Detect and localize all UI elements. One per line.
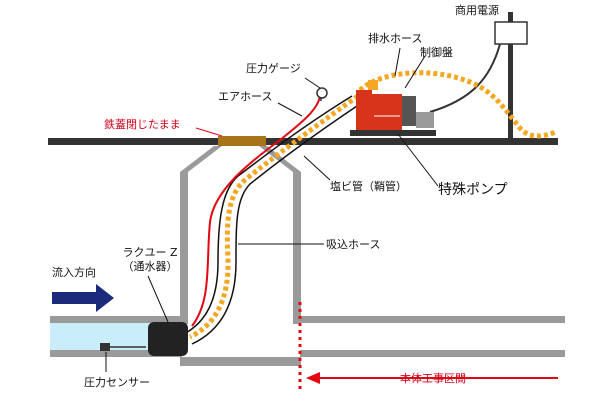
power-box-icon bbox=[494, 21, 528, 45]
leader-lakuyu bbox=[147, 275, 169, 323]
iron-lid bbox=[218, 136, 266, 146]
air-hose bbox=[191, 95, 321, 327]
label-work-section: 本体工事区間 bbox=[400, 372, 466, 385]
label-lakuyu-z: ラクユー Z bbox=[122, 246, 178, 259]
downstream-pipe-bottom bbox=[300, 350, 565, 357]
label-iron-lid: 鉄蓋閉じたまま bbox=[104, 118, 181, 131]
downstream-pipe-top bbox=[300, 316, 565, 323]
label-suction-hose: 吸込ホース bbox=[326, 238, 381, 251]
label-control-panel: 制御盤 bbox=[420, 46, 453, 59]
label-air-hose: エアホース bbox=[218, 90, 273, 103]
suction-hose bbox=[188, 93, 360, 340]
leader-special-pump bbox=[397, 133, 439, 187]
leader-drain-hose bbox=[394, 47, 401, 77]
sewer-pipe-top-wall bbox=[50, 316, 182, 323]
label-pvc-pipe: 塩ビ管（鞘管） bbox=[330, 180, 407, 193]
leader-pressure-gauge bbox=[304, 77, 321, 89]
pvc-sheath-pipe bbox=[183, 95, 353, 335]
manhole-floor bbox=[180, 357, 301, 366]
manhole-left-wall bbox=[180, 172, 188, 324]
leader-control-panel bbox=[404, 55, 426, 89]
manhole-right-wall bbox=[293, 172, 301, 324]
flow-direction-arrow bbox=[52, 284, 114, 312]
drain-hose bbox=[358, 70, 557, 139]
leader-iron-lid bbox=[195, 127, 223, 137]
pressure-sensor-icon bbox=[100, 343, 146, 351]
label-commercial-power: 商用電源 bbox=[455, 4, 499, 17]
label-special-pump: 特殊ポンプ bbox=[438, 182, 508, 198]
power-pole bbox=[508, 12, 513, 142]
pvc-sheath-pipe-inner bbox=[191, 103, 361, 345]
pump-icon bbox=[350, 80, 436, 136]
label-lakuyu-sub: （通水器） bbox=[122, 260, 178, 273]
label-pressure-sensor: 圧力センサー bbox=[84, 376, 150, 389]
manhole-left-cone bbox=[180, 146, 222, 172]
label-drain-hose: 排水ホース bbox=[368, 32, 423, 45]
pressure-gauge-icon bbox=[316, 87, 328, 101]
water-passer-device-icon bbox=[148, 322, 188, 356]
leader-pvc-pipe bbox=[303, 155, 331, 181]
road-surface bbox=[48, 138, 558, 145]
sewer-pipe-bottom-wall bbox=[50, 350, 182, 357]
work-section-arrow bbox=[306, 372, 558, 384]
label-flow-direction: 流入方向 bbox=[52, 266, 96, 279]
leader-air-hose bbox=[277, 102, 303, 117]
label-pressure-gauge: 圧力ゲージ bbox=[246, 62, 301, 75]
